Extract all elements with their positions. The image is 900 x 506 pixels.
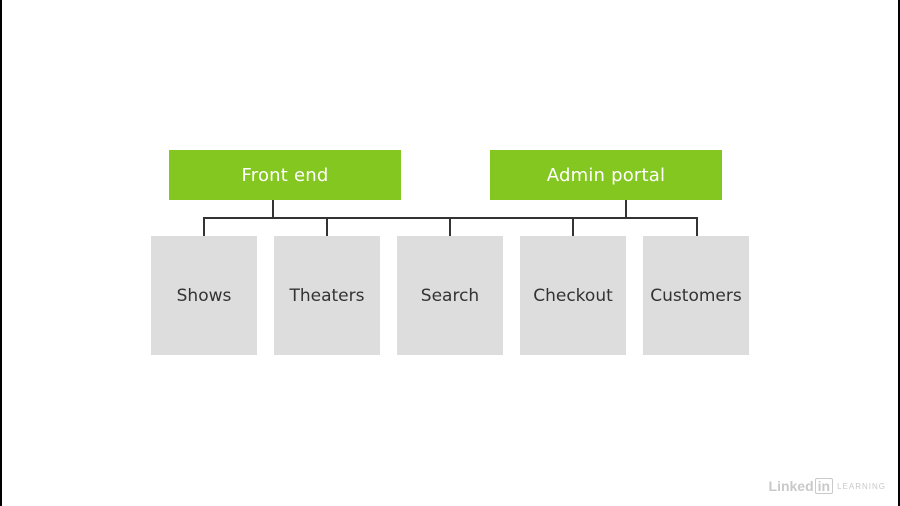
customers-node: Customers xyxy=(643,236,749,355)
admin-portal-node: Admin portal xyxy=(490,150,722,200)
logo-brand-text: Linked xyxy=(768,478,814,494)
logo-in-box: in xyxy=(814,478,834,494)
shows-node-label: Shows xyxy=(176,285,232,306)
front-end-node-label: Front end xyxy=(241,164,329,186)
front-end-node: Front end xyxy=(169,150,401,200)
linkedin-learning-logo: Linked in LEARNING xyxy=(769,478,886,494)
checkout-node-label: Checkout xyxy=(533,285,613,306)
search-node: Search xyxy=(397,236,503,355)
shows-node: Shows xyxy=(151,236,257,355)
customers-node-label: Customers xyxy=(650,285,742,306)
search-node-label: Search xyxy=(420,285,480,306)
admin-portal-node-label: Admin portal xyxy=(546,164,666,186)
theaters-node: Theaters xyxy=(274,236,380,355)
logo-suffix-text: LEARNING xyxy=(837,481,886,491)
theaters-node-label: Theaters xyxy=(289,285,365,306)
checkout-node: Checkout xyxy=(520,236,626,355)
